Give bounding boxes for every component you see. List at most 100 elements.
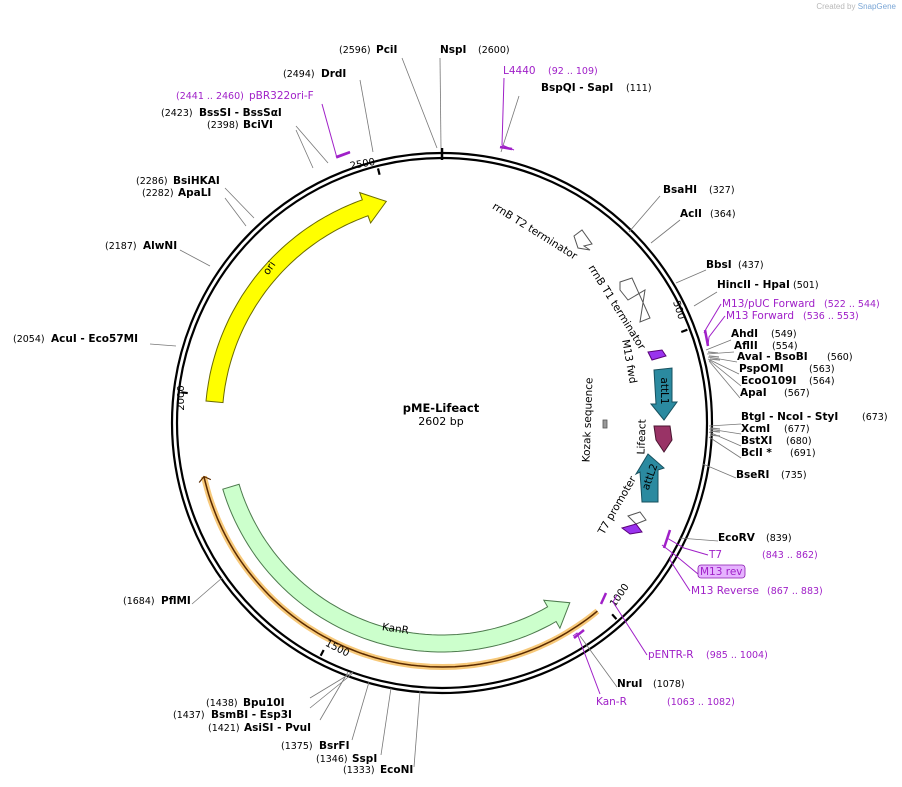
primer-m13-puc-forward[interactable]: M13/pUC Forward: [722, 298, 815, 310]
leader-asisi-pvui: [319, 671, 349, 721]
feature-t7-promoter-arrow[interactable]: [627, 511, 647, 525]
site-bsssi-bsss-i[interactable]: BssSI - BssSαI: [199, 107, 282, 119]
site-econi[interactable]: EcoNI: [380, 764, 413, 776]
site-btgi-ncoi-styi[interactable]: BtgI - NcoI - StyI: [741, 411, 838, 423]
site-aflii[interactable]: AflII: [734, 340, 758, 352]
primer-kan-r[interactable]: Kan-R: [596, 696, 627, 708]
site-position-pspomi: (563): [809, 364, 835, 375]
kanr-orf-line[interactable]: [203, 476, 598, 668]
site-acli[interactable]: AclI: [680, 208, 702, 220]
primer-leader-t7: [666, 537, 709, 556]
site-position-acli: (364): [710, 209, 736, 220]
site-apai[interactable]: ApaI: [740, 387, 767, 399]
site-position-bsmbi-esp3i: (1437): [173, 710, 205, 721]
leader-bcli: [708, 436, 742, 459]
site-ahdi[interactable]: AhdI: [731, 328, 758, 340]
leader-econi: [413, 690, 421, 768]
site-acui-eco57mi[interactable]: AcuI - Eco57MI: [51, 333, 138, 345]
primer-l4440[interactable]: L4440: [503, 65, 536, 77]
primer-position-t7: (843 .. 862): [762, 550, 818, 561]
site-position-hincii-hpai: (501): [793, 280, 819, 291]
leader-acli: [650, 219, 681, 244]
site-drdi[interactable]: DrdI: [321, 68, 346, 80]
feature-label-attl1: attL1: [658, 377, 670, 404]
leader-bsahi: [628, 195, 661, 233]
feature-kozak-block[interactable]: [602, 419, 608, 429]
site-pspomi[interactable]: PspOMI: [739, 363, 784, 375]
primer-m13-rev[interactable]: M13 rev: [700, 566, 743, 578]
primer-position-pentr-r: (985 .. 1004): [706, 650, 768, 661]
site-bcivi[interactable]: BciVI: [243, 119, 273, 131]
site-bseri[interactable]: BseRI: [736, 469, 769, 481]
site-position-bcli: (691): [790, 448, 816, 459]
site-ecoo109i[interactable]: EcoO109I: [741, 375, 796, 387]
primer-m13-forward[interactable]: M13 Forward: [726, 310, 794, 322]
site-bstxi[interactable]: BstXI: [741, 435, 772, 447]
site-position-pcii: (2596): [339, 45, 371, 56]
leader-bcivi: [295, 129, 314, 169]
primer-leader-kan-r: [572, 632, 601, 695]
feature-lifeact-arrow[interactable]: [653, 425, 673, 453]
site-position-ecoo109i: (564): [809, 376, 835, 387]
primer-m13-rev-box[interactable]: [697, 564, 746, 579]
site-position-alwni: (2187): [105, 241, 137, 252]
feature-rrnb-t1-arrow[interactable]: [619, 277, 651, 323]
site-hincii-hpai[interactable]: HincII - HpaI: [717, 279, 790, 291]
feature-attl2-arrow[interactable]: [634, 453, 665, 503]
primer-leader-pbr322ori-f: [321, 103, 351, 159]
tick-mark-1000: [611, 613, 618, 620]
site-bspqi-sapi[interactable]: BspQI - SapI: [541, 82, 613, 94]
site-pcii[interactable]: PciI: [376, 44, 397, 56]
primer-binding-mark-2: [703, 329, 710, 347]
primer-leader-pentr-r: [612, 594, 648, 656]
primer-pentr-r[interactable]: pENTR-R: [648, 649, 694, 661]
leader-sspi: [380, 687, 392, 756]
leader-ecoo109i: [708, 359, 742, 387]
site-alwni[interactable]: AlwNI: [143, 240, 177, 252]
site-bcli[interactable]: BclI *: [741, 447, 772, 459]
site-nspi[interactable]: NspI: [440, 44, 466, 56]
feature-m13-rev-arrow[interactable]: [620, 523, 643, 535]
primer-t7[interactable]: T7: [708, 549, 722, 561]
site-bpu10i[interactable]: Bpu10I: [243, 697, 285, 709]
site-xcmi[interactable]: XcmI: [741, 423, 770, 435]
site-bsmbi-esp3i[interactable]: BsmBI - Esp3I: [211, 709, 292, 721]
site-asisi-pvui[interactable]: AsiSI - PvuI: [244, 722, 311, 734]
site-avai-bsobi[interactable]: AvaI - BsoBI: [737, 351, 808, 363]
feature-attl1-arrow[interactable]: [649, 367, 678, 421]
primer-pbr322ori-f[interactable]: pBR322ori-F: [249, 90, 314, 102]
leader-nspi: [439, 57, 442, 149]
site-bsrfi[interactable]: BsrFI: [319, 740, 350, 752]
primer-leader-m13-puc-forward: [703, 303, 722, 334]
site-pflmi[interactable]: PflMI: [161, 595, 191, 607]
site-position-bsssi-bsss-i: (2423): [161, 108, 193, 119]
site-apali[interactable]: ApaLI: [178, 187, 211, 199]
site-ecorv[interactable]: EcoRV: [718, 532, 756, 544]
site-position-bsihkai: (2286): [136, 176, 168, 187]
site-sspi[interactable]: SspI: [352, 753, 377, 765]
site-position-avai-bsobi: (560): [827, 352, 853, 363]
leader-aflii: [706, 351, 735, 355]
site-position-sspi: (1346): [316, 754, 348, 765]
leader-pspomi: [707, 358, 740, 375]
primer-binding-mark-1: [335, 150, 351, 159]
site-bsihkai[interactable]: BsiHKAI: [173, 175, 220, 187]
leader-pcii: [401, 57, 438, 149]
tick-mark-1500: [319, 649, 325, 657]
center-label: pME-Lifeact 2602 bp: [403, 401, 480, 428]
feature-ori-arrow[interactable]: [205, 191, 388, 404]
site-stub-1: [708, 355, 720, 358]
site-position-ecorv: (839): [766, 533, 792, 544]
feature-m13-fwd-arrow[interactable]: [647, 349, 667, 361]
snapgene-credit: Created by SnapGene: [816, 2, 896, 11]
site-bbsi[interactable]: BbsI: [706, 259, 732, 271]
site-nrui[interactable]: NruI: [617, 678, 642, 690]
feature-rrnb-t2-arrow[interactable]: [573, 229, 593, 251]
feature-kanr-arrow[interactable]: [222, 483, 571, 653]
primer-m13-reverse[interactable]: M13 Reverse: [691, 585, 759, 597]
site-bsahi[interactable]: BsaHI: [663, 184, 697, 196]
primer-position-m13-forward: (536 .. 553): [803, 311, 859, 322]
primer-leader-l4440: [501, 77, 515, 151]
